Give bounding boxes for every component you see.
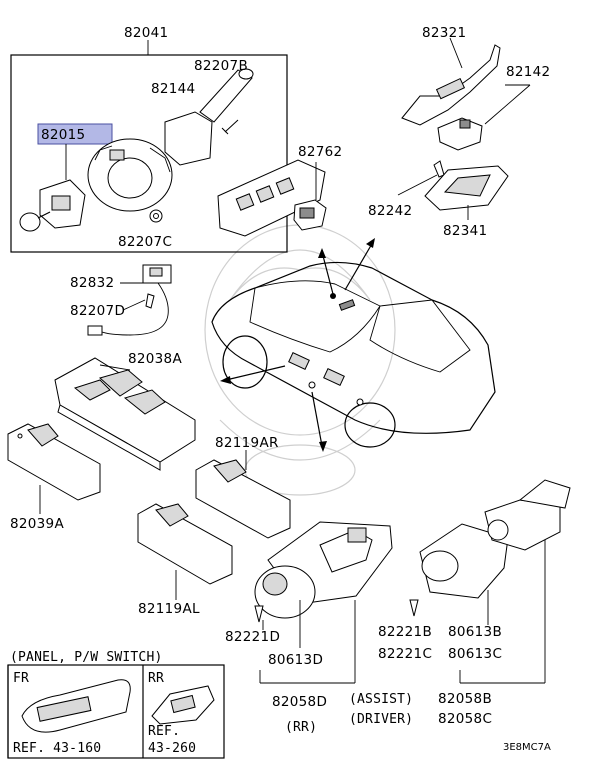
window-switch-82119AL <box>137 503 233 600</box>
label-82058D: 82058D <box>272 694 327 710</box>
label-82015: 82015 <box>41 127 85 143</box>
sensor-82832 <box>87 264 172 336</box>
label-82207D: 82207D <box>70 303 125 319</box>
label-82221C: 82221C <box>378 646 432 662</box>
label-82321: 82321 <box>422 25 466 41</box>
label-82058B: 82058B <box>438 691 492 707</box>
legend-panel <box>7 664 225 759</box>
label-82762: 82762 <box>298 144 342 160</box>
cover-82341 <box>424 165 509 220</box>
label-82142: 82142 <box>506 64 550 80</box>
window-switch-82038A <box>54 357 196 471</box>
label-80613D: 80613D <box>268 652 323 668</box>
label-82144: 82144 <box>151 81 195 97</box>
label-82207B: 82207B <box>194 58 248 74</box>
switch-82142 <box>437 84 531 151</box>
label-82038A: 82038A <box>128 351 182 367</box>
label-rr: (RR) <box>285 720 317 735</box>
legend-ref-rr-prefix: REF. <box>148 724 180 739</box>
legend-fr: FR <box>13 671 29 686</box>
label-82039A: 82039A <box>10 516 64 532</box>
label-82832: 82832 <box>70 275 114 291</box>
switch-panel-82762 <box>217 159 327 237</box>
label-82041: 82041 <box>124 25 168 41</box>
label-82242: 82242 <box>368 203 412 219</box>
bracket-82321 <box>401 37 501 126</box>
label-82119AL: 82119AL <box>138 601 200 617</box>
label-80613B: 80613B <box>448 624 502 640</box>
label-82341: 82341 <box>443 223 487 239</box>
arrows <box>220 238 375 452</box>
window-switch-82039A <box>7 423 101 514</box>
legend-ref-fr: REF. 43-160 <box>13 741 101 756</box>
label-82058C: 82058C <box>438 711 492 727</box>
label-82207C: 82207C <box>118 234 172 250</box>
window-switch-82119AR <box>195 450 291 539</box>
label-82119AR: 82119AR <box>215 435 279 451</box>
legend-rr: RR <box>148 671 164 686</box>
combination-switch-82015 <box>19 68 254 232</box>
legend-title: (PANEL, P/W SWITCH) <box>10 650 163 665</box>
diagram-code: 3E8MC7A <box>503 742 551 753</box>
group-82041 <box>10 40 288 253</box>
highlight-82015 <box>37 123 113 145</box>
legend-ref-rr: 43-260 <box>148 741 196 756</box>
label-driver: (DRIVER) <box>349 712 413 727</box>
door-switch-front <box>409 479 571 617</box>
car-outline <box>211 261 496 448</box>
label-assist: (ASSIST) <box>349 692 413 707</box>
leader-lines <box>259 540 546 684</box>
label-82221D: 82221D <box>225 629 280 645</box>
label-82221B: 82221B <box>378 624 432 640</box>
label-80613C: 80613C <box>448 646 502 662</box>
door-switch-rear <box>254 521 393 623</box>
